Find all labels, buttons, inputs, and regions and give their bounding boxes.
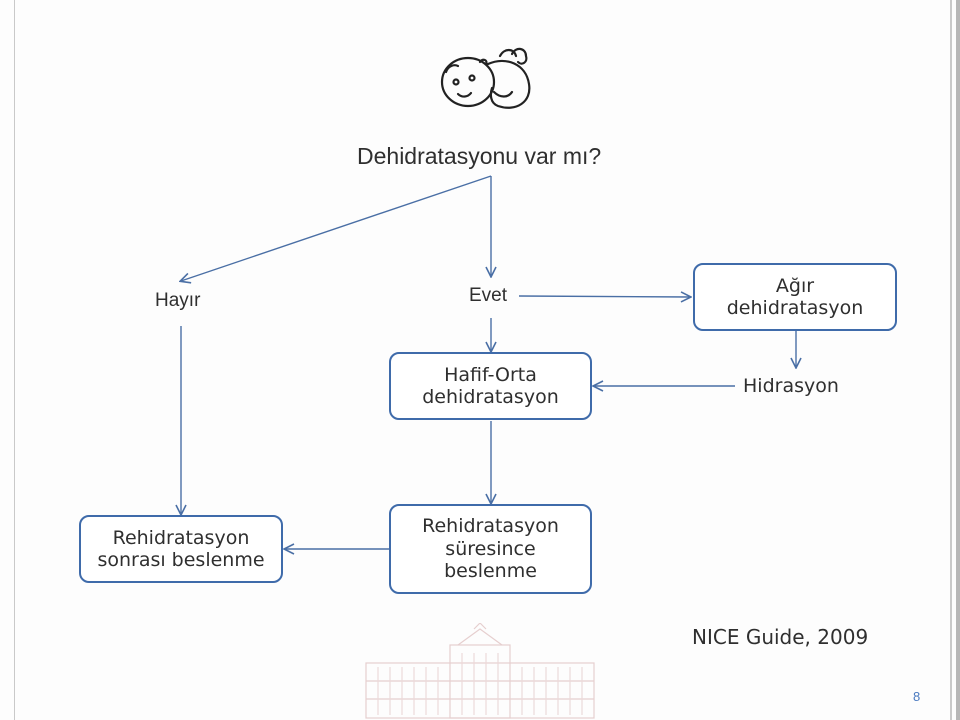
slide-right-shadow xyxy=(956,0,960,720)
during-box-line2: süresince xyxy=(445,537,536,560)
during-rehydration-feeding-box: Rehidratasyon süresince beslenme xyxy=(389,504,592,594)
post-box-line2: sonrası beslenme xyxy=(97,549,265,571)
during-box-line3: beslenme xyxy=(444,560,537,583)
during-box-line1: Rehidratasyon xyxy=(422,515,559,538)
mild-box-line2: dehidratasyon xyxy=(422,386,559,408)
severe-box-line2: dehidratasyon xyxy=(726,297,864,319)
arrow-question-to-no xyxy=(181,175,492,281)
source-citation: NICE Guide, 2009 xyxy=(692,625,869,649)
question-text: Dehidratasyonu var mı? xyxy=(357,143,602,169)
page-number: 8 xyxy=(913,689,921,704)
severe-box-line1: Ağır xyxy=(775,274,815,297)
post-rehydration-feeding-box: Rehidratasyon sonrası beslenme xyxy=(79,515,283,583)
no-label: Hayır xyxy=(155,290,201,311)
slide-right-border xyxy=(950,0,952,720)
slide-left-border xyxy=(14,0,15,720)
post-box-line1: Rehidratasyon xyxy=(112,526,250,549)
arrow-yes-to-severe xyxy=(518,296,690,297)
mild-dehydration-box: Hafif-Orta dehidratasyon xyxy=(389,352,592,420)
severe-dehydration-box: Ağır dehidratasyon xyxy=(693,263,897,331)
baby-sketch-icon xyxy=(440,47,531,109)
mild-box-line1: Hafif-Orta xyxy=(444,363,537,386)
building-watermark-icon xyxy=(365,623,595,719)
hydration-label: Hidrasyon xyxy=(743,375,839,397)
yes-label: Evet xyxy=(469,285,508,306)
